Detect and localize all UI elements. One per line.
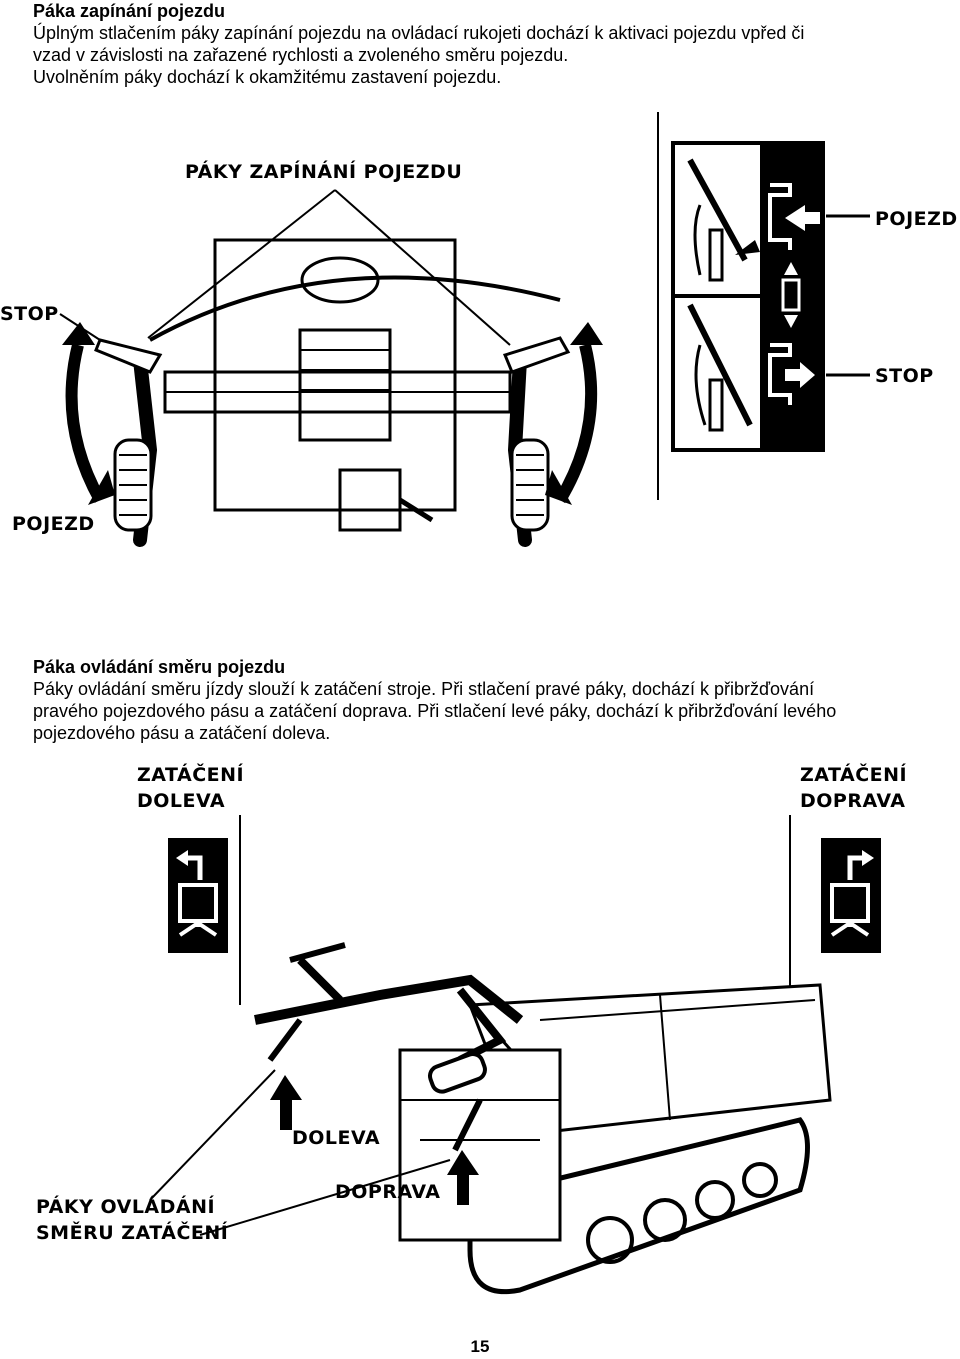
- label-levers-line1: PÁKY OVLÁDÁNÍ: [36, 1196, 216, 1218]
- label-turn-left-line1: ZATÁČENÍ: [137, 764, 245, 786]
- engine-outline: [213, 238, 457, 512]
- label-pojezd-right: POJEZD: [875, 208, 958, 230]
- paragraph-line: Úplným stlačením páky zapínání pojezdu n…: [33, 23, 805, 43]
- left-lever: [94, 338, 163, 374]
- label-pojezd-left: POJEZD: [12, 513, 95, 535]
- doprava-arrow: [447, 1150, 479, 1205]
- paragraph-line: pojezdového pásu a zatáčení doleva.: [33, 723, 331, 743]
- right-lever: [502, 336, 571, 374]
- label-turn-left-line2: DOLEVA: [137, 790, 226, 812]
- left-motion-arrow: [65, 343, 106, 503]
- engine-body: [298, 328, 392, 442]
- handlebar: [254, 974, 524, 1025]
- label-doprava: DOPRAVA: [335, 1181, 441, 1203]
- leader-line: [147, 189, 336, 339]
- section-heading-drive-lever: Páka zapínání pojezdu: [33, 1, 226, 21]
- engine: [398, 1048, 562, 1242]
- label-stop-left: STOP: [0, 303, 59, 325]
- label-turn-right-line2: DOPRAVA: [800, 790, 906, 812]
- track: [467, 1117, 810, 1295]
- doleva-arrow: [270, 1075, 302, 1130]
- right-motion-arrow: [554, 343, 598, 504]
- paragraph-line: Páky ovládání směru jízdy slouží k zatáč…: [33, 679, 815, 699]
- page-number: 15: [470, 1337, 490, 1356]
- handlebar-curve: [149, 275, 561, 342]
- paragraph-line: vzad v závislosti na zařazené rychlosti …: [33, 45, 569, 65]
- label-turn-right-line1: ZATÁČENÍ: [800, 764, 908, 786]
- label-stop-right: STOP: [875, 365, 934, 387]
- paragraph-line: pravého pojezdového pásu a zatáčení dopr…: [33, 701, 837, 721]
- leader-line: [334, 189, 511, 346]
- label-doleva: DOLEVA: [292, 1127, 381, 1149]
- section-heading-direction-lever: Páka ovládání směru pojezdu: [33, 657, 286, 677]
- label-levers-line2: SMĚRU ZATÁČENÍ: [36, 1222, 229, 1244]
- turn-left-pictogram: [168, 838, 228, 953]
- fig1-title: PÁKY ZAPÍNÁNÍ POJEZDU: [185, 161, 463, 183]
- paragraph-line: Uvolněním páky dochází k okamžitému zast…: [33, 67, 502, 87]
